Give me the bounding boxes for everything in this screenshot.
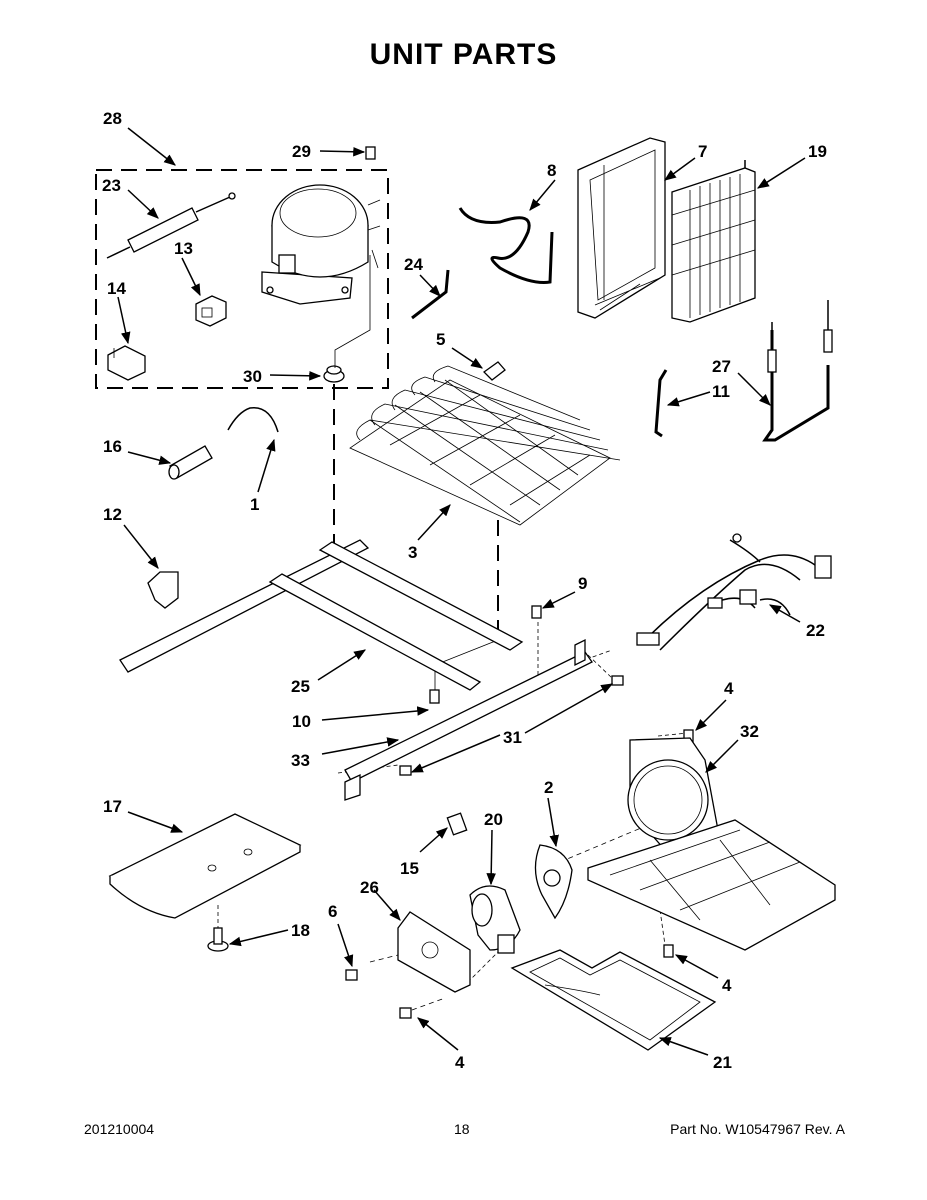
- callout-3: 3: [408, 543, 417, 562]
- motor-bracket-26: [397, 911, 471, 993]
- drain-tray-21: [510, 949, 717, 1051]
- fan-blade-2: [534, 844, 573, 920]
- overload-14: [107, 345, 146, 381]
- footer-doc-number: 201210004: [84, 1121, 155, 1137]
- footer-part-number: Part No. W10547967 Rev. A: [670, 1121, 845, 1137]
- callout-labels: 28 29 23 13 14 30 8 7 19 24 5 11 27 16 1…: [102, 109, 827, 1072]
- callout-16: 16: [103, 437, 122, 456]
- callout-26: 26: [360, 878, 379, 897]
- compressor-kit-outline: [95, 169, 389, 389]
- callout-25: 25: [291, 677, 310, 696]
- callout-19: 19: [808, 142, 827, 161]
- condenser-3: [349, 365, 621, 526]
- screw-4-right: [663, 944, 674, 958]
- cradle-frame-25: [119, 539, 524, 691]
- cap-15: [446, 812, 468, 836]
- evaporator-cover-7: [577, 137, 666, 319]
- callout-10: 10: [292, 712, 311, 731]
- callout-23: 23: [102, 176, 121, 195]
- callout-20: 20: [484, 810, 503, 829]
- callout-17: 17: [103, 797, 122, 816]
- callout-2: 2: [544, 778, 553, 797]
- screw-6: [345, 969, 358, 981]
- compressor-bolt-29: [365, 146, 376, 160]
- evaporator-19: [671, 160, 756, 323]
- callout-33: 33: [291, 751, 310, 770]
- callout-5: 5: [436, 330, 445, 349]
- drain-pan-17: [108, 813, 302, 919]
- grommet-30: [323, 365, 345, 383]
- callout-31: 31: [503, 728, 522, 747]
- callout-12: 12: [103, 505, 122, 524]
- compressor-drawing: [261, 184, 381, 305]
- callout-1: 1: [250, 495, 259, 514]
- insulation-tube-16: [168, 445, 213, 480]
- wire-harness-22: [636, 533, 832, 651]
- tube-27: [762, 300, 833, 442]
- callout-4-right: 4: [722, 976, 732, 995]
- callout-13: 13: [174, 239, 193, 258]
- relay-13: [195, 295, 227, 327]
- callout-4-upper: 4: [724, 679, 734, 698]
- footer-page-number: 18: [454, 1121, 470, 1137]
- screw-10: [429, 689, 440, 704]
- tube-24: [411, 269, 450, 320]
- wire-1: [227, 406, 279, 433]
- page-title: UNIT PARTS: [369, 38, 558, 71]
- screw-4-lower: [399, 1007, 412, 1019]
- screw-18: [207, 927, 229, 952]
- callout-32: 32: [740, 722, 759, 741]
- callout-21: 21: [713, 1053, 732, 1072]
- callout-30: 30: [243, 367, 262, 386]
- screw-9: [531, 605, 542, 619]
- tube-11: [654, 369, 668, 438]
- drier-23: [106, 192, 236, 259]
- clip-5: [482, 361, 506, 381]
- callout-7: 7: [698, 142, 707, 161]
- callout-9: 9: [578, 574, 587, 593]
- callout-4-lower: 4: [455, 1053, 465, 1072]
- callout-14: 14: [107, 279, 126, 298]
- clip-12: [147, 571, 179, 609]
- assembly-guide-lines: [217, 255, 689, 1011]
- callout-8: 8: [547, 161, 556, 180]
- callout-27: 27: [712, 357, 731, 376]
- brace-33: [344, 638, 624, 801]
- callout-29: 29: [292, 142, 311, 161]
- leader-lines: [117, 127, 806, 1056]
- callout-28: 28: [103, 109, 122, 128]
- callout-24: 24: [404, 255, 423, 274]
- callout-6: 6: [328, 902, 337, 921]
- machine-compartment-base: [587, 819, 836, 951]
- callout-18: 18: [291, 921, 310, 940]
- callout-22: 22: [806, 621, 825, 640]
- tube-8: [458, 207, 554, 284]
- callout-11: 11: [712, 382, 730, 401]
- fan-motor-20: [469, 885, 521, 954]
- callout-15: 15: [400, 859, 419, 878]
